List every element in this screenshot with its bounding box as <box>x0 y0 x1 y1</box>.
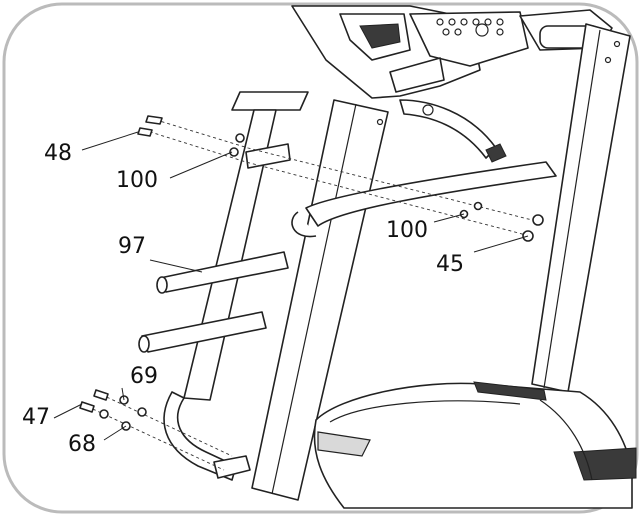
callout-100-left: 100 <box>116 168 158 193</box>
console-assembly <box>291 5 613 99</box>
callout-69: 69 <box>130 364 158 389</box>
callout-45: 45 <box>436 252 464 277</box>
fasteners-bottom <box>79 389 233 471</box>
callout-68: 68 <box>68 432 96 457</box>
motor-cover <box>313 381 637 509</box>
right-upright <box>531 23 631 393</box>
leader-lines <box>53 131 529 441</box>
callout-100-right: 100 <box>386 218 428 243</box>
callout-47: 47 <box>22 405 50 430</box>
bracket-plate <box>143 117 541 237</box>
crossbar-part <box>138 91 309 481</box>
callout-97: 97 <box>118 234 146 259</box>
cross-tube <box>291 161 557 238</box>
handle-bar <box>399 99 507 163</box>
callout-48: 48 <box>44 141 72 166</box>
